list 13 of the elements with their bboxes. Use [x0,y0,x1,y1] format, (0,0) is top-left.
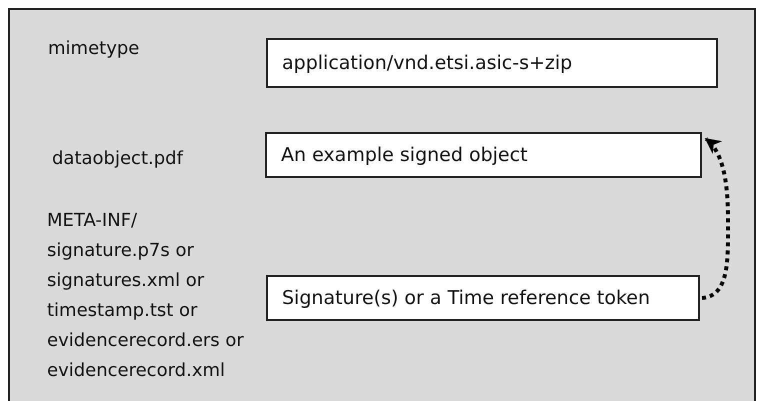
file-name: evidencerecord.xml [47,359,226,383]
file-name: signatures.xml or [47,269,204,293]
text-box: An example signed object [265,132,702,178]
file-name: META-INF/ [47,209,138,233]
file-name: timestamp.tst or [47,299,198,323]
text-box: Signature(s) or a Time reference token [266,275,700,321]
container-panel [8,8,756,401]
text-box: application/vnd.etsi.asic-s+zip [266,38,718,88]
file-name: evidencerecord.ers or [47,329,244,353]
dotted-arrow [702,138,730,300]
file-name: dataobject.pdf [52,147,183,171]
file-name: signature.p7s or [47,239,194,263]
file-name: mimetype [48,37,140,61]
